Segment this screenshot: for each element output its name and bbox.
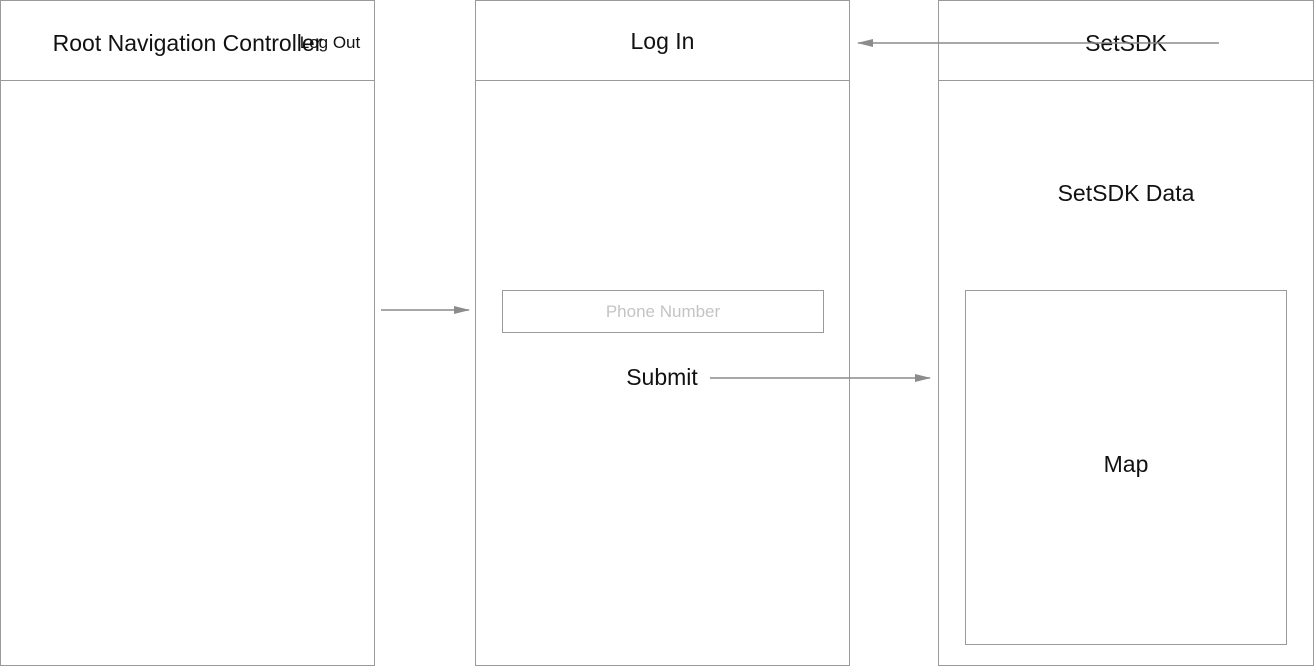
setsdk-nav-bar: SetSDK [939,1,1313,81]
phone-number-input[interactable] [502,290,824,333]
submit-button[interactable]: Submit [604,361,720,393]
login-nav-title: Log In [630,28,695,54]
map-view[interactable]: Map [965,290,1287,645]
login-nav-bar: Log In [476,1,849,81]
login-screen: Log In Submit [475,0,850,666]
setsdk-nav-title: SetSDK [1085,30,1167,56]
root-navigation-controller-screen: Root Navigation Controller [0,0,375,666]
root-nav-bar: Root Navigation Controller [1,1,374,81]
log-out-button[interactable]: Log Out [299,33,361,52]
setsdk-screen: SetSDK SetSDK Data Map [938,0,1314,666]
setsdk-data-label: SetSDK Data [1057,180,1195,206]
root-nav-title: Root Navigation Controller [52,30,323,56]
map-label: Map [1103,451,1149,477]
